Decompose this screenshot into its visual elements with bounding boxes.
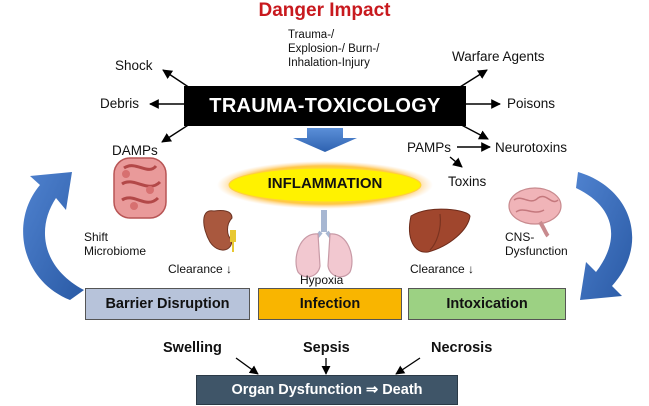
trigger-line-2: Explosion-/ Burn-/ bbox=[288, 43, 380, 55]
trigger-line-3: Inhalation-Injury bbox=[288, 57, 370, 69]
liver-icon bbox=[409, 208, 471, 253]
label-shock: Shock bbox=[115, 58, 153, 73]
label-sepsis: Sepsis bbox=[303, 340, 350, 356]
intestine-icon bbox=[113, 157, 167, 219]
core-box: TRAUMA-TOXICOLOGY bbox=[184, 86, 466, 126]
barrier-disruption-box: Barrier Disruption bbox=[85, 288, 250, 320]
inflammation-label: INFLAMMATION bbox=[267, 175, 383, 192]
label-necrosis: Necrosis bbox=[431, 340, 493, 356]
arrow-pamps-to-toxins bbox=[449, 156, 463, 168]
right-cycle-arrow bbox=[576, 172, 633, 300]
trigger-line-1: Trauma-/ bbox=[288, 29, 335, 41]
label-kidney-clearance: Clearance ↓ bbox=[168, 262, 233, 276]
label-liver-clearance: Clearance ↓ bbox=[410, 262, 475, 276]
label-toxins: Toxins bbox=[448, 174, 487, 189]
label-cns: CNS- bbox=[505, 230, 535, 244]
infection-box: Infection bbox=[258, 288, 402, 320]
lungs-icon bbox=[295, 210, 353, 278]
label-damps: DAMPs bbox=[112, 143, 158, 158]
arrow-necrosis bbox=[395, 357, 421, 375]
label-poisons: Poisons bbox=[507, 96, 556, 111]
arrow-swelling bbox=[235, 357, 259, 375]
diagram-title: Danger Impact bbox=[258, 0, 391, 21]
label-shift: Shift bbox=[84, 230, 109, 244]
label-cns-dysfunction: CNS- Dysfunction bbox=[505, 230, 568, 258]
kidney-icon bbox=[203, 210, 236, 252]
left-cycle-arrow bbox=[23, 172, 84, 300]
label-pamps: PAMPs bbox=[407, 140, 452, 155]
label-neurotoxins: Neurotoxins bbox=[495, 140, 568, 155]
outcome-box: Organ Dysfunction ⇒ Death bbox=[196, 375, 458, 405]
inflammation-ellipse bbox=[228, 167, 422, 203]
core-to-inflammation-arrow bbox=[293, 128, 357, 152]
brain-icon bbox=[508, 187, 562, 238]
label-swelling: Swelling bbox=[163, 340, 222, 356]
label-hypoxia: Hypoxia bbox=[300, 273, 344, 287]
label-debris: Debris bbox=[100, 96, 140, 111]
label-warfare-agents: Warfare Agents bbox=[452, 49, 545, 64]
intoxication-box: Intoxication bbox=[408, 288, 566, 320]
trigger-injuries: Trauma-/ Explosion-/ Burn-/ Inhalation-I… bbox=[288, 28, 408, 70]
label-shift-microbiome: Shift Microbiome bbox=[84, 230, 146, 258]
label-microbiome: Microbiome bbox=[84, 244, 147, 258]
label-dysfunction: Dysfunction bbox=[505, 244, 568, 258]
